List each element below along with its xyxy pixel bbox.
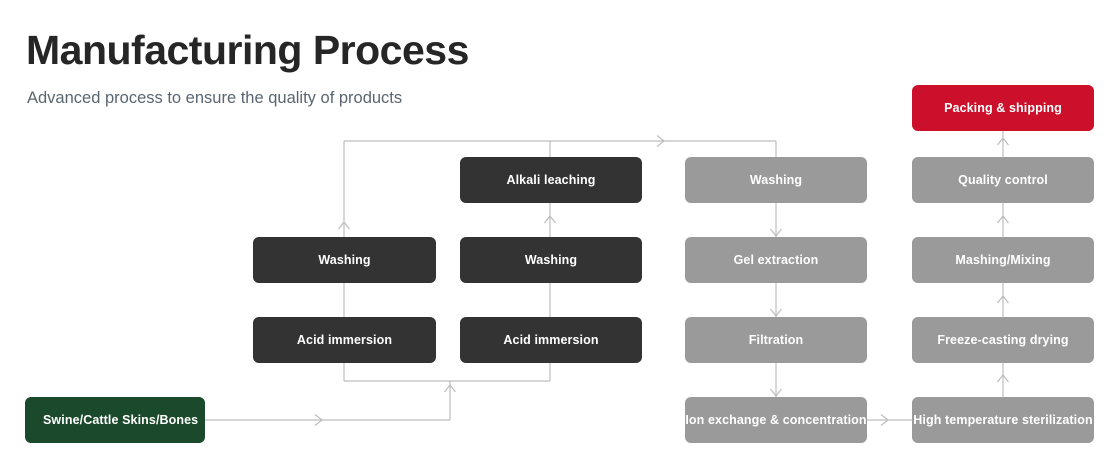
page-title: Manufacturing Process: [26, 27, 469, 73]
node-alkali-leaching[interactable]: Alkali leaching: [460, 157, 642, 203]
arrowhead-gel-to-filtration: [770, 308, 782, 317]
arrowhead-filtration-to-ion: [770, 388, 782, 397]
arrowhead-start-to-process: [314, 414, 323, 426]
arrowhead-mashing-up: [997, 215, 1009, 224]
arrowhead-merge-riser: [444, 384, 456, 393]
node-gel-extraction[interactable]: Gel extraction: [685, 237, 867, 283]
node-freeze-casting-drying[interactable]: Freeze-casting drying: [912, 317, 1094, 363]
arrowhead-quality-up: [997, 137, 1009, 146]
node-quality-control[interactable]: Quality control: [912, 157, 1094, 203]
arrowhead-freeze-up: [997, 295, 1009, 304]
node-acid-line-acid-immersion[interactable]: Acid immersion: [253, 317, 436, 363]
arrowhead-washing-mid-up: [544, 215, 556, 224]
node-packing-and-shipping[interactable]: Packing & shipping: [912, 85, 1094, 131]
arrowhead-ion-to-sterilization: [880, 414, 889, 426]
node-alkali-line-acid-immersion[interactable]: Acid immersion: [460, 317, 642, 363]
page-subtitle: Advanced process to ensure the quality o…: [27, 89, 403, 107]
node-high-temperature-sterilization[interactable]: High temperature sterilization: [912, 397, 1094, 443]
node-alkali-line-washing[interactable]: Washing: [460, 237, 642, 283]
node-acid-line-washing[interactable]: Washing: [253, 237, 436, 283]
node-mashing-mixing[interactable]: Mashing/Mixing: [912, 237, 1094, 283]
node-ion-exchange-and-concentration[interactable]: Ion exchange & concentration: [685, 397, 867, 443]
arrowhead-washing-left-up: [338, 221, 350, 230]
node-filtration[interactable]: Filtration: [685, 317, 867, 363]
arrowhead-sterilization-up: [997, 374, 1009, 383]
arrowhead-top-rail-right: [656, 135, 665, 147]
node-swine-cattle-skins-bones[interactable]: Swine/Cattle Skins/Bones: [25, 397, 205, 443]
arrowhead-washing-to-gel: [770, 228, 782, 237]
node-extraction-washing[interactable]: Washing: [685, 157, 867, 203]
